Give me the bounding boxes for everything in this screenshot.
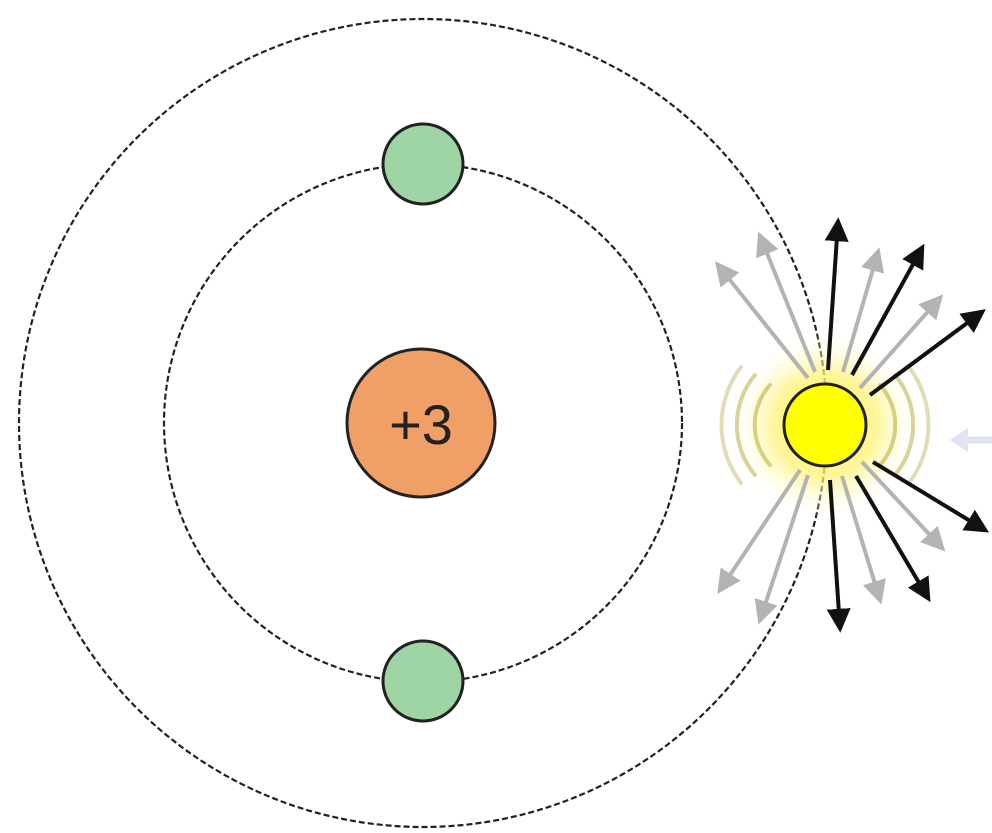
emitted-electron-group (721, 330, 928, 520)
incoming-arrow-head-icon (950, 428, 968, 452)
nucleus: +3 (347, 349, 495, 497)
dark-arrow (873, 462, 985, 530)
nucleus-charge-label: +3 (389, 393, 453, 456)
electron-bottom (383, 641, 463, 721)
electron-top (383, 124, 463, 204)
emitted-electron (784, 384, 866, 466)
